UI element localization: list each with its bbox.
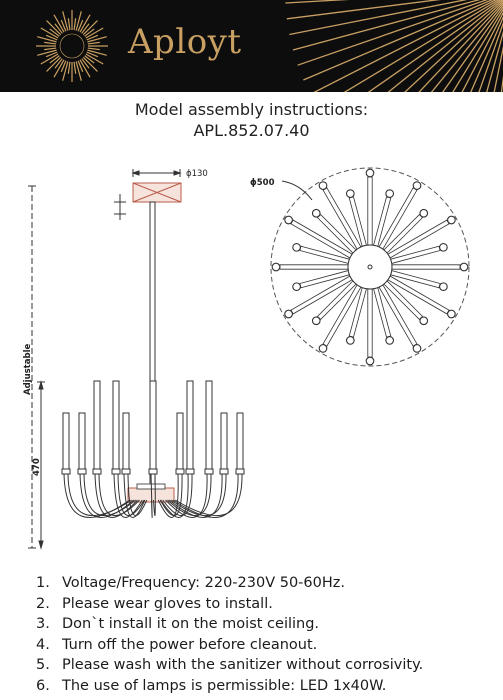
- top-view: [270, 167, 470, 367]
- list-item: 2.Please wear gloves to install.: [36, 595, 273, 612]
- list-item: 6.The use of lamps is permissible: LED 1…: [36, 677, 387, 694]
- instructions-list: 1.Voltage/Frequency: 220-230V 50-60Hz. 2…: [36, 573, 423, 696]
- banner-art: [36, 0, 503, 92]
- model-number: APL.852.07.40: [193, 121, 310, 140]
- page-title: Model assembly instructions: APL.852.07.…: [0, 99, 503, 141]
- header-banner: Aployt: [0, 0, 503, 92]
- outer-diameter-circle: [270, 167, 470, 367]
- title-line-1: Model assembly instructions:: [134, 100, 369, 119]
- list-item: 1.Voltage/Frequency: 220-230V 50-60Hz.: [36, 575, 345, 591]
- canopy-diameter-label: ɸ130: [186, 169, 208, 179]
- sunburst-logo-icon: [36, 10, 108, 82]
- list-item: 4.Turn off the power before cleanout.: [36, 636, 318, 653]
- list-item: 3.Don`t install it on the moist ceiling.: [36, 616, 320, 632]
- list-item: 5.Please wash with the sanitizer without…: [36, 657, 424, 673]
- diameter-label: ɸ500: [250, 178, 275, 188]
- height-label: 470: [32, 458, 42, 476]
- brand-name: Aployt: [128, 22, 242, 62]
- side-view: [28, 169, 245, 550]
- sunburst-corner-decoration: [285, 0, 503, 92]
- assembly-drawing: ɸ130 Adjustable 470 ɸ500: [23, 167, 470, 550]
- adjustable-label: Adjustable: [23, 344, 33, 395]
